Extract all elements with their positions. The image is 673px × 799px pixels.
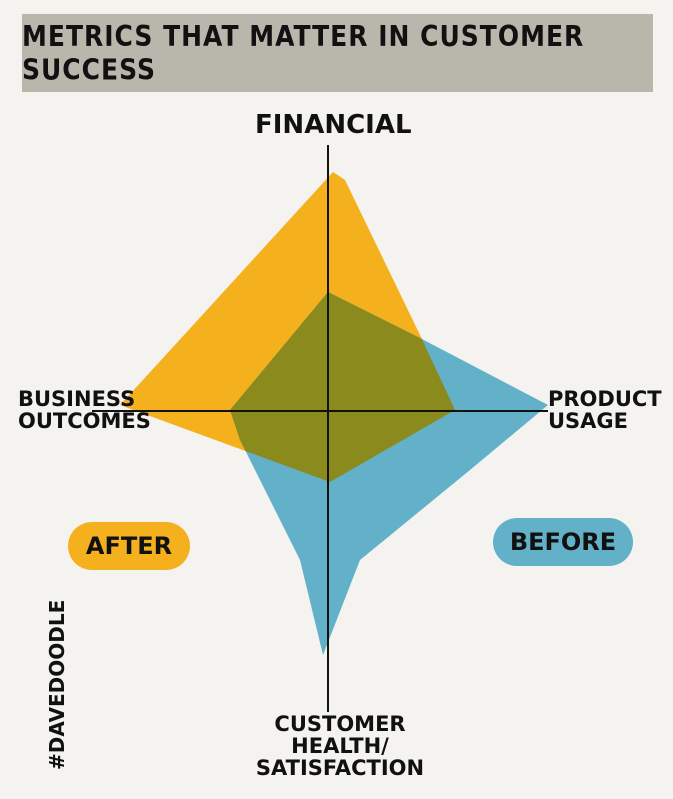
axis-label-line: BUSINESS [18,387,136,411]
axis-label-line: SATISFACTION [255,756,425,781]
axis-label-business-outcomes: BUSINESS OUTCOMES [18,388,151,432]
legend-after-label: AFTER [85,532,173,560]
legend-after: AFTER [68,522,190,570]
title-banner: METRICS THAT MATTER IN CUSTOMER SUCCESS [22,14,653,92]
axis-label-customer-health: CUSTOMER HEALTH/ SATISFACTION [250,713,430,779]
legend-before-label: BEFORE [509,528,617,556]
axis-label-line: HEALTH/ [291,734,389,759]
axis-label-line: OUTCOMES [18,409,151,434]
legend-before: BEFORE [493,518,633,566]
axis-label-line: PRODUCT [548,387,662,411]
axis-label-line: USAGE [548,409,629,434]
axis-label-product-usage: PRODUCT USAGE [548,388,662,432]
signature: #DAVEDOODLE [45,599,69,770]
axis-label-line: CUSTOMER [274,712,406,736]
diagram-title: METRICS THAT MATTER IN CUSTOMER SUCCESS [22,19,585,87]
axis-label-financial: FINANCIAL [255,110,412,140]
